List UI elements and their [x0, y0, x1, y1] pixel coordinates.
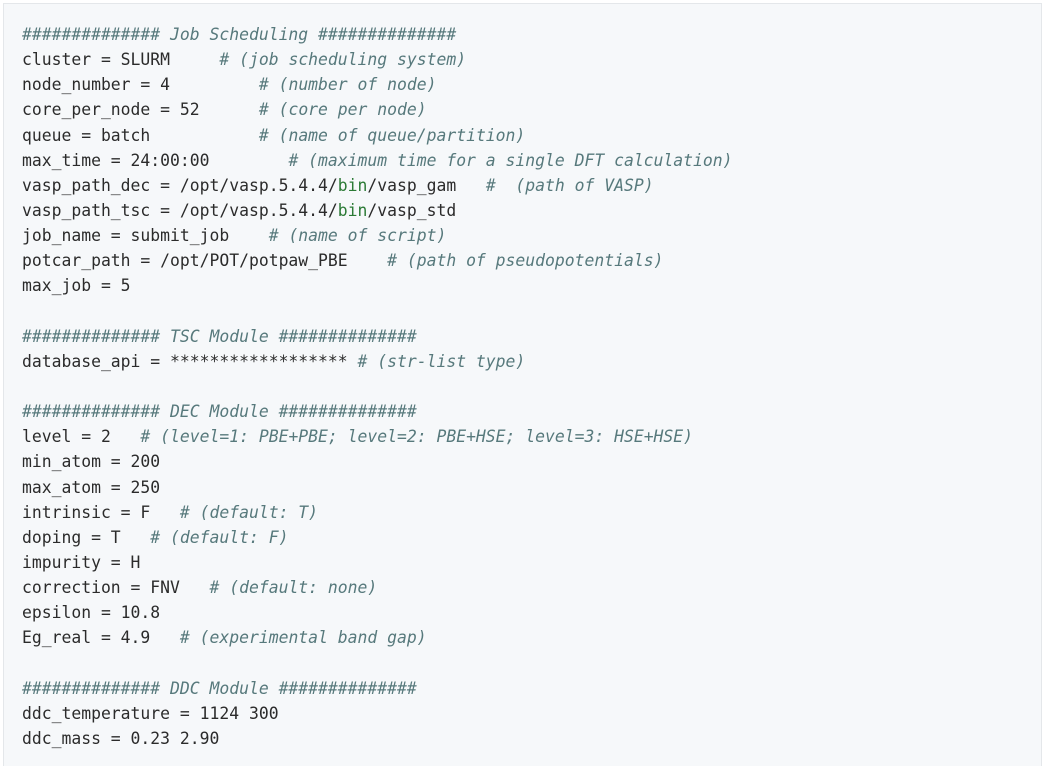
code-comment: ############## Job Scheduling ##########… — [22, 25, 457, 44]
code-comment: # (job scheduling system) — [219, 50, 467, 70]
code-text: max_time = 24:00:00 — [22, 150, 289, 170]
code-comment: # (core per node) — [258, 100, 427, 120]
code-line: database_api = ****************** # (str… — [22, 349, 733, 374]
code-line: max_atom = 250 — [22, 475, 733, 500]
code-line: ############## TSC Module ############## — [22, 324, 733, 349]
code-comment: # (path of VASP) — [485, 175, 654, 195]
code-text: job_name = submit_job — [22, 226, 269, 246]
code-highlight: bin — [337, 175, 368, 195]
code-line — [22, 299, 733, 324]
code-comment: # (maximum time for a single DFT calcula… — [288, 150, 733, 170]
code-comment: # (experimental band gap) — [179, 628, 427, 648]
code-comment: # (number of node) — [258, 75, 437, 95]
code-text: core_per_node = 52 — [22, 100, 259, 120]
code-text: Eg_real = 4.9 — [22, 628, 180, 648]
code-comment: # (path of pseudopotentials) — [387, 251, 664, 271]
code-text: /vasp_gam — [367, 175, 486, 195]
code-line: min_atom = 200 — [22, 449, 733, 474]
code-highlight: bin — [337, 200, 368, 220]
code-line: epsilon = 10.8 — [22, 600, 733, 625]
code-line: vasp_path_tsc = /opt/vasp.5.4.4/bin/vasp… — [22, 198, 733, 223]
code-line: correction = FNV # (default: none) — [22, 575, 733, 600]
code-comment: # (str-list type) — [357, 351, 526, 371]
code-line: potcar_path = /opt/POT/potpaw_PBE # (pat… — [22, 248, 733, 273]
code-text: intrinsic = F — [22, 502, 180, 522]
code-line: max_job = 5 — [22, 273, 733, 298]
code-text: vasp_path_dec = /opt/vasp.5.4.4/ — [22, 175, 338, 195]
code-line: core_per_node = 52 # (core per node) — [22, 97, 733, 122]
code-text: cluster = SLURM — [22, 50, 220, 70]
code-comment: # (name of script) — [268, 226, 447, 246]
code-line: queue = batch # (name of queue/partition… — [22, 123, 733, 148]
code-line: job_name = submit_job # (name of script) — [22, 223, 733, 248]
code-comment: ############## DEC Module ############## — [22, 402, 417, 422]
code-text: vasp_path_tsc = /opt/vasp.5.4.4/ — [22, 200, 338, 220]
code-comment: ############## TSC Module ############## — [22, 326, 417, 346]
code-text: node_number = 4 — [22, 75, 259, 95]
code-line: ############## DDC Module ############## — [22, 676, 733, 701]
code-text: max_atom = 250 — [22, 477, 161, 497]
code-text: min_atom = 200 — [22, 452, 161, 472]
code-comment: # (level=1: PBE+PBE; level=2: PBE+HSE; l… — [140, 427, 694, 447]
code-line — [22, 651, 733, 676]
code-line: node_number = 4 # (number of node) — [22, 72, 733, 97]
code-line: vasp_path_dec = /opt/vasp.5.4.4/bin/vasp… — [22, 173, 733, 198]
code-line: ddc_temperature = 1124 300 — [22, 701, 733, 726]
code-comment: # (default: F) — [150, 527, 289, 547]
code-line: impurity = H — [22, 550, 733, 575]
code-comment: ############## DDC Module ############## — [22, 678, 417, 698]
code-block: ############## Job Scheduling ##########… — [3, 3, 1042, 766]
code-line: doping = T # (default: F) — [22, 525, 733, 550]
code-line: ############## Job Scheduling ##########… — [22, 22, 733, 47]
code-text: impurity = H — [22, 552, 141, 572]
code-line: max_time = 24:00:00 # (maximum time for … — [22, 148, 733, 173]
code-text: queue = batch — [22, 125, 259, 145]
code-text: correction = FNV — [22, 578, 210, 598]
code-comment: # (default: none) — [209, 578, 378, 598]
code-text: ddc_mass = 0.23 2.90 — [22, 728, 220, 748]
code-text: database_api = ****************** — [22, 351, 358, 371]
code-text: ddc_temperature = 1124 300 — [22, 703, 279, 723]
code-text: doping = T — [22, 527, 151, 547]
code-text: potcar_path = /opt/POT/potpaw_PBE — [22, 251, 388, 271]
code-text: max_job = 5 — [22, 276, 131, 296]
code-text: level = 2 — [22, 427, 141, 447]
code-line: cluster = SLURM # (job scheduling system… — [22, 47, 733, 72]
code-line: Eg_real = 4.9 # (experimental band gap) — [22, 625, 733, 650]
code-text: epsilon = 10.8 — [22, 603, 161, 623]
code-comment: # (name of queue/partition) — [258, 125, 526, 145]
code-line — [22, 374, 733, 399]
code-line: ddc_mass = 0.23 2.90 — [22, 726, 733, 751]
code-line: ############## DEC Module ############## — [22, 399, 733, 424]
code-comment: # (default: T) — [179, 502, 319, 522]
code-line: intrinsic = F # (default: T) — [22, 500, 733, 525]
code-line: level = 2 # (level=1: PBE+PBE; level=2: … — [22, 424, 733, 449]
code-text: /vasp_std — [367, 200, 457, 220]
code-lines: ############## Job Scheduling ##########… — [22, 22, 733, 751]
